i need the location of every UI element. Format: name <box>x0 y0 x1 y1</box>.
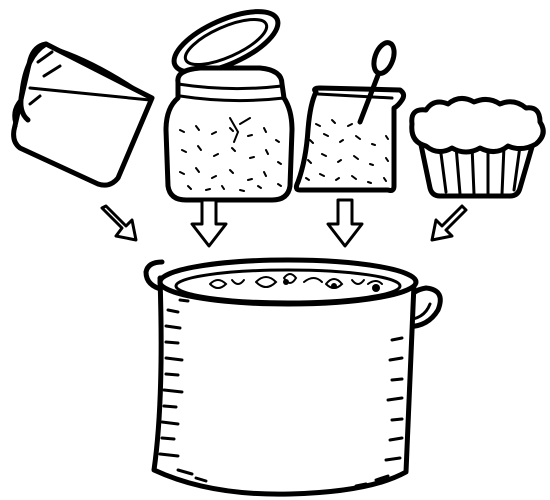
arrow-down-icon <box>192 200 226 246</box>
open-jar-icon <box>166 0 292 200</box>
muffin-cup-icon <box>412 98 543 196</box>
stock-pot-icon <box>146 260 440 494</box>
arrow-down-icon <box>328 200 362 246</box>
arrow-down-left-icon <box>432 206 466 240</box>
bag-with-spoon-icon <box>296 40 403 191</box>
measuring-cup-icon <box>14 44 152 185</box>
arrow-down-right-icon <box>102 206 136 240</box>
